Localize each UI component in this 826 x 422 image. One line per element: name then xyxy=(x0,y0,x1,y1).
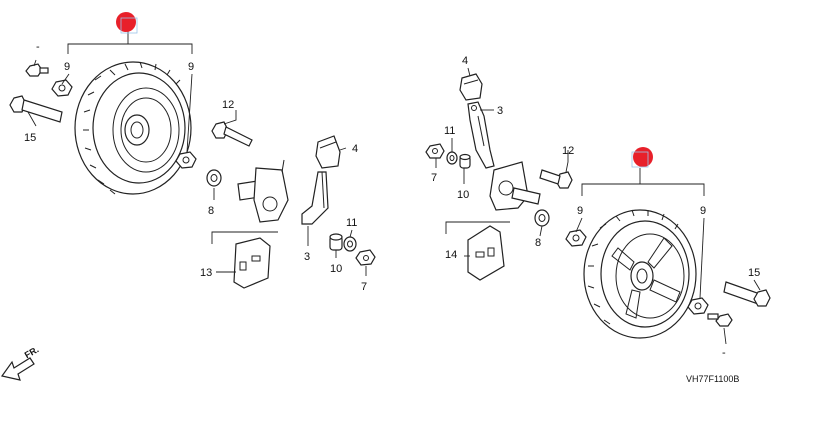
left-label-nut-9-left: 9 xyxy=(64,61,70,73)
left-bracket-3 xyxy=(301,171,329,225)
right-adjuster-bracket xyxy=(489,161,541,211)
left-label-dash-top: - xyxy=(36,41,40,53)
right-label-4: 4 xyxy=(462,55,468,67)
right-label-3: 3 xyxy=(497,105,503,117)
right-label-12: 12 xyxy=(562,145,574,157)
right-collar-10 xyxy=(459,153,471,169)
right-cap-4 xyxy=(459,73,483,101)
left-wheel xyxy=(74,61,192,195)
left-label-10: 10 xyxy=(330,263,342,275)
front-arrow-label: FR. xyxy=(23,344,41,360)
right-label-nut-9-right: 9 xyxy=(700,205,706,217)
right-washer-8 xyxy=(534,209,550,227)
left-label-8: 8 xyxy=(208,205,214,217)
right-label-14: 14 xyxy=(445,249,457,261)
right-wheel xyxy=(583,209,697,339)
right-label-10: 10 xyxy=(457,189,469,201)
right-label-nut-9-left: 9 xyxy=(577,205,583,217)
diagram-code: VH77F1100B xyxy=(686,374,739,384)
right-label-dash-bottom: - xyxy=(722,347,726,359)
right-plate-14 xyxy=(445,221,510,281)
right-marker-frame xyxy=(631,151,649,168)
left-nut-9-left xyxy=(51,79,73,97)
left-label-4: 4 xyxy=(352,143,358,155)
left-assembly: - 9 9 15 12 8 4 3 11 10 7 13 xyxy=(9,12,376,293)
left-label-nut-9-right: 9 xyxy=(188,61,194,73)
right-bracket-3 xyxy=(467,101,495,169)
left-nut-7 xyxy=(355,249,376,266)
right-axle-bolt-15 xyxy=(723,281,771,307)
left-cap-4 xyxy=(315,135,341,169)
left-label-13: 13 xyxy=(200,267,212,279)
left-collar-11 xyxy=(343,236,357,252)
left-axle-bolt-15 xyxy=(9,95,63,123)
right-assembly: 4 3 11 7 10 12 9 9 8 14 15 - xyxy=(425,55,771,359)
right-wheel-bracket-line xyxy=(581,183,705,196)
right-label-8: 8 xyxy=(535,237,541,249)
right-label-11: 11 xyxy=(444,125,455,137)
left-label-11: 11 xyxy=(346,217,357,229)
right-nut-9-left xyxy=(565,229,587,247)
front-arrow: FR. xyxy=(0,344,41,381)
left-wheel-bracket-line xyxy=(67,43,193,54)
left-collar-10 xyxy=(329,233,343,251)
left-label-3: 3 xyxy=(304,251,310,263)
left-washer-8 xyxy=(206,169,222,187)
left-red-marker xyxy=(116,12,136,32)
right-bolt-12 xyxy=(539,169,573,189)
left-label-12: 12 xyxy=(222,99,234,111)
right-small-bolt xyxy=(707,313,733,327)
right-nut-7 xyxy=(425,143,445,159)
left-nut-9-right xyxy=(175,151,197,169)
right-collar-11 xyxy=(446,151,458,165)
right-label-15: 15 xyxy=(748,267,760,279)
left-plate-13 xyxy=(211,231,278,289)
right-label-7: 7 xyxy=(431,172,437,184)
left-label-7: 7 xyxy=(361,281,367,293)
left-marker-frame xyxy=(120,17,138,34)
left-label-15: 15 xyxy=(24,132,36,144)
left-adjuster-bracket xyxy=(237,159,289,223)
left-small-bolt xyxy=(25,63,49,77)
right-red-marker xyxy=(633,147,653,167)
left-bolt-12 xyxy=(211,121,253,147)
